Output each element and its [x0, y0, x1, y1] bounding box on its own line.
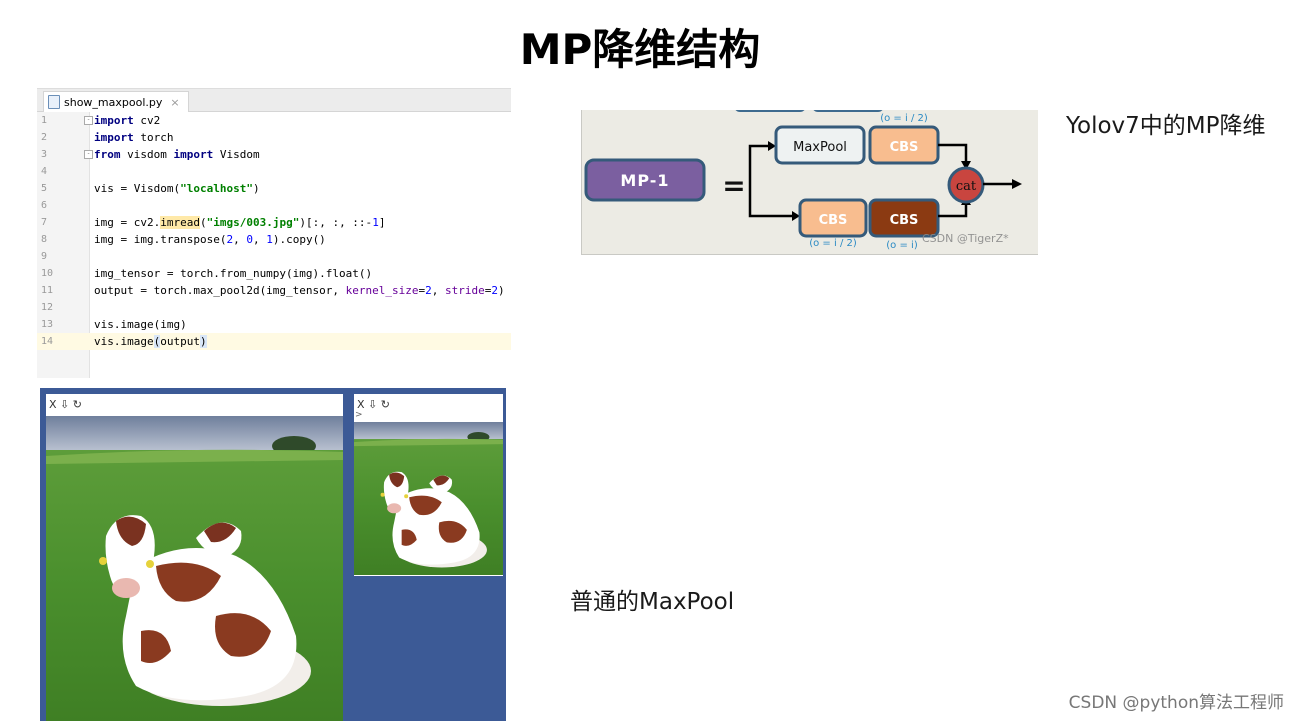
cbs-bottom-left-block	[798, 198, 868, 238]
code-line[interactable]: 2 import torch	[37, 129, 511, 146]
line-number: 12	[41, 302, 54, 313]
code-line[interactable]: 6	[37, 197, 511, 214]
code-line[interactable]: 3 -from visdom import Visdom	[37, 146, 511, 163]
code-line[interactable]: 9	[37, 248, 511, 265]
connector-bottom	[748, 180, 796, 218]
arrow-head	[768, 141, 776, 151]
code-text: import cv2	[94, 114, 161, 127]
cbs-bottom-right-block	[868, 198, 940, 238]
tab-label: show_maxpool.py	[64, 95, 163, 109]
mp1-diagram: MP-1 = MaxPool CBS (o = i / 2) CBS (o = …	[581, 110, 1038, 255]
fold-icon[interactable]: -	[84, 116, 93, 125]
code-line[interactable]: 8 img = img.transpose(2, 0, 1).copy()	[37, 231, 511, 248]
connector-to-cat	[938, 202, 968, 218]
mp1-diagram-svg: MP-1 = MaxPool CBS (o = i / 2) CBS (o = …	[584, 110, 1022, 251]
code-text: img = cv2.imread("imgs/003.jpg")[:, :, :…	[94, 216, 386, 229]
line-number: 1	[41, 115, 48, 126]
line-number: 10	[41, 268, 54, 279]
close-icon[interactable]: ×	[170, 95, 180, 109]
equals-sign: =	[722, 169, 745, 202]
pane-toolbar: X ⇩ ↻ >	[354, 394, 503, 420]
line-number: 4	[41, 166, 48, 177]
mp1-block	[584, 158, 706, 202]
code-line[interactable]: 7 img = cv2.imread("imgs/003.jpg")[:, :, …	[37, 214, 511, 231]
tab-show-maxpool[interactable]: show_maxpool.py ×	[43, 91, 189, 112]
line-number: 9	[41, 251, 48, 262]
line-number: 2	[41, 132, 48, 143]
visdom-panel: X ⇩ ↻	[40, 388, 506, 721]
arrow-head	[1012, 179, 1022, 189]
cbs-top-label: CBS	[890, 140, 919, 155]
page-title: MP降维结构	[519, 25, 761, 74]
cropped-block	[735, 110, 805, 112]
code-text: from visdom import Visdom	[94, 148, 260, 161]
cow-image-output	[354, 422, 503, 575]
visdom-pane-original: X ⇩ ↻	[46, 394, 343, 721]
line-number: 3	[41, 149, 48, 160]
note-bottom-left: (o = i / 2)	[809, 238, 857, 249]
pane-controls[interactable]: X ⇩ ↻	[357, 398, 390, 411]
maxpool-label: MaxPool	[793, 140, 847, 155]
code-line[interactable]: 14 vis.image(output)	[37, 333, 511, 350]
line-number: 5	[41, 183, 48, 194]
code-line[interactable]: 5 vis = Visdom("localhost")	[37, 180, 511, 197]
pane-toolbar: X ⇩ ↻	[46, 394, 343, 416]
arrow-head	[792, 211, 800, 221]
connector-to-cat	[938, 143, 968, 164]
fold-icon[interactable]: -	[84, 150, 93, 159]
code-text: vis.image(img)	[94, 318, 187, 331]
maxpool-caption: 普通的MaxPool	[570, 589, 735, 615]
maxpool-block	[774, 125, 866, 165]
code-text: import torch	[94, 131, 174, 144]
arrow-head	[961, 161, 971, 170]
pane-prompt: >	[355, 410, 363, 420]
line-number: 14	[41, 336, 54, 347]
code-line[interactable]: 11 output = torch.max_pool2d(img_tensor, …	[37, 282, 511, 299]
cow-photo-original	[46, 416, 343, 721]
line-number: 13	[41, 319, 54, 330]
visdom-pane-output: X ⇩ ↻ >	[354, 394, 503, 576]
line-number: 11	[41, 285, 54, 296]
code-line[interactable]: 13 vis.image(img)	[37, 316, 511, 333]
line-number: 8	[41, 234, 48, 245]
cow-image-original	[46, 416, 343, 721]
cat-label: cat	[956, 179, 977, 194]
cbs-bottom-right-label: CBS	[890, 213, 919, 228]
code-line[interactable]: 1 -import cv2	[37, 112, 511, 129]
code-line[interactable]: 4	[37, 163, 511, 180]
pane-controls[interactable]: X ⇩ ↻	[49, 398, 82, 411]
code-text: vis.image(output)	[94, 335, 207, 348]
line-number: 6	[41, 200, 48, 211]
mp1-label: MP-1	[620, 171, 669, 190]
code-text: img_tensor = torch.from_numpy(img).float…	[94, 267, 373, 280]
editor-tab-bar: show_maxpool.py ×	[37, 89, 511, 112]
python-file-icon	[48, 95, 60, 109]
diagram-watermark: CSDN @TigerZ*	[922, 232, 1009, 245]
connector-top	[748, 144, 772, 180]
code-text: vis = Visdom("localhost")	[94, 182, 260, 195]
note-bottom-right: (o = i)	[886, 240, 918, 251]
footer-watermark: CSDN @python算法工程师	[1068, 693, 1284, 713]
code-line[interactable]: 10 img_tensor = torch.from_numpy(img).flo…	[37, 265, 511, 282]
cow-photo-output	[354, 422, 503, 575]
cropped-block	[813, 110, 883, 112]
cbs-bottom-left-label: CBS	[819, 213, 848, 228]
code-text: output = torch.max_pool2d(img_tensor, ke…	[94, 284, 505, 297]
line-number: 7	[41, 217, 48, 228]
code-text: img = img.transpose(2, 0, 1).copy()	[94, 233, 326, 246]
yolov7-mp-label: Yolov7中的MP降维	[1066, 113, 1266, 139]
note-top: (o = i / 2)	[880, 113, 928, 124]
code-line[interactable]: 12	[37, 299, 511, 316]
